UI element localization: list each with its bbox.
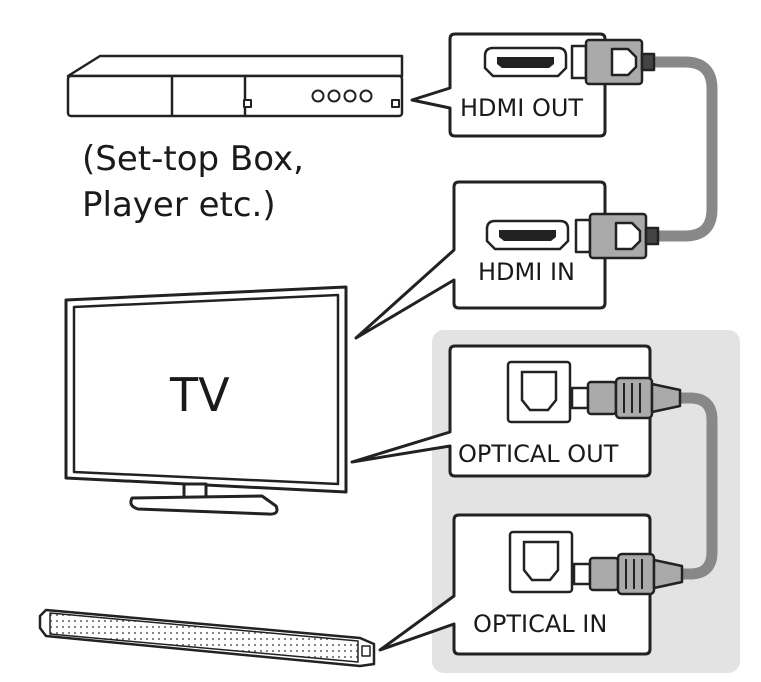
hdmi-in-label: HDMI IN [478, 258, 575, 286]
optical-port-icon [506, 360, 572, 424]
hdmi-in-callout [354, 180, 607, 340]
hdmi-out-callout [410, 32, 607, 138]
hdmi-plug-icon [570, 38, 656, 86]
optical-plug-icon [570, 376, 682, 420]
hdmi-plug-icon [574, 212, 660, 260]
optical-out-callout [350, 344, 652, 478]
hdmi-cable [646, 56, 718, 242]
optical-cable [670, 392, 718, 580]
tv-label: TV [170, 368, 230, 422]
set-top-box-icon [66, 54, 404, 118]
optical-out-callout-box [350, 344, 652, 478]
hdmi-port-icon [485, 219, 570, 251]
tv-icon [64, 285, 348, 516]
optical-port-icon [508, 530, 574, 594]
set-top-box-caption-line2: Player etc.) [82, 185, 276, 225]
soundbar-icon [38, 608, 376, 668]
optical-in-callout [378, 513, 652, 656]
optical-in-label: OPTICAL IN [473, 610, 608, 638]
optical-plug-icon [572, 552, 684, 596]
hdmi-port-icon [483, 46, 568, 78]
set-top-box-caption-line1: (Set-top Box, [82, 139, 304, 179]
hdmi-out-label: HDMI OUT [460, 94, 584, 122]
set-top-box-caption: (Set-top Box, Player etc.) [82, 136, 304, 228]
optical-out-label: OPTICAL OUT [458, 440, 619, 468]
